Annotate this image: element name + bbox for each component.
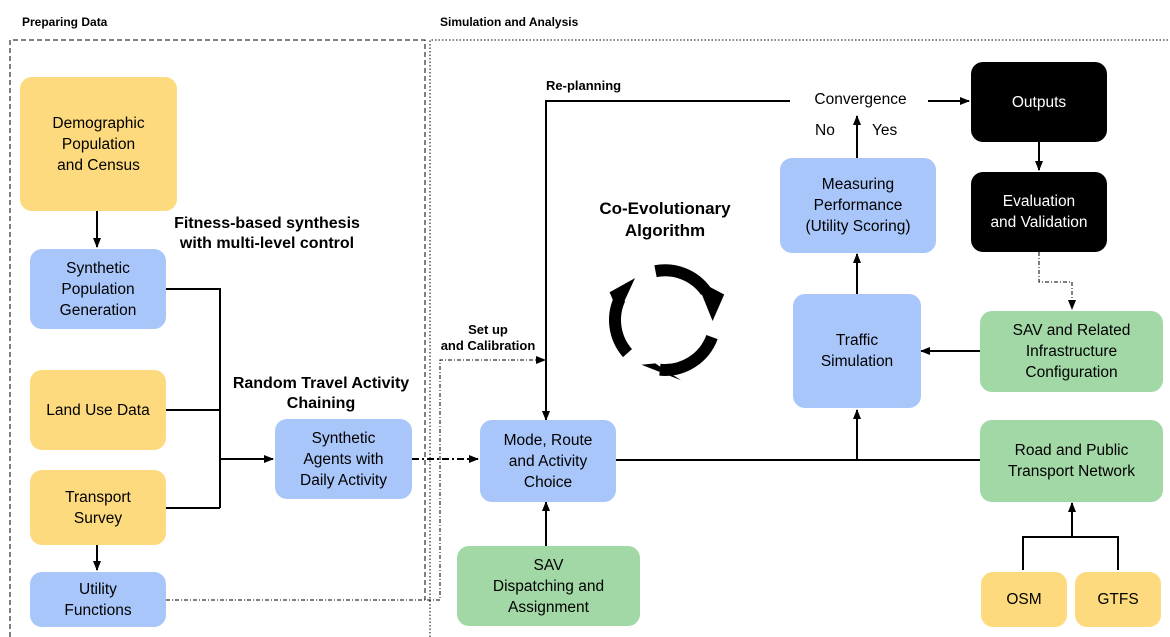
gtfs-box: GTFS xyxy=(1075,572,1161,627)
random-travel-label: Random Travel Activity Chaining xyxy=(232,375,410,412)
utility-functions-box: Utility Functions xyxy=(30,572,166,627)
osm-box: OSM xyxy=(981,572,1067,627)
evaluation-validation-box: Evaluation and Validation xyxy=(971,172,1107,252)
co-evolutionary-label: Co-Evolutionary Algorithm xyxy=(599,199,731,240)
setup-calibration-label: Set up and Calibration xyxy=(440,322,536,353)
cycle-arrows-icon xyxy=(609,264,725,381)
sav-infrastructure-box: SAV and Related Infrastructure Configura… xyxy=(980,311,1163,392)
line-osm-gtfs-bracket xyxy=(1022,536,1119,570)
simulation-frame xyxy=(429,39,1168,637)
synthetic-agents-box: Synthetic Agents with Daily Activity xyxy=(275,419,412,499)
arrow-utility-to-setup xyxy=(166,356,546,601)
road-network-box: Road and Public Transport Network xyxy=(980,420,1163,502)
fitness-synthesis-label: Fitness-based synthesis with multi-level… xyxy=(174,215,360,252)
mode-route-activity-box: Mode, Route and Activity Choice xyxy=(480,420,616,502)
yes-label: Yes xyxy=(872,122,898,139)
land-use-box: Land Use Data xyxy=(30,370,166,450)
preparing-data-frame xyxy=(9,39,426,637)
replanning-label: Re-planning xyxy=(546,78,622,93)
traffic-simulation-box: Traffic Simulation xyxy=(793,294,921,408)
line-synthpop-out xyxy=(166,288,221,508)
sav-dispatching-box: SAV Dispatching and Assignment xyxy=(457,546,640,626)
section-simulation-analysis: Simulation and Analysis xyxy=(440,15,579,29)
no-label: No xyxy=(815,122,835,139)
section-preparing-data: Preparing Data xyxy=(22,15,108,29)
convergence-label: Convergence xyxy=(795,91,926,109)
outputs-box: Outputs xyxy=(971,62,1107,142)
demographic-box: Demographic Population and Census xyxy=(20,77,177,211)
arrow-evaluation-to-infra xyxy=(1038,252,1076,310)
transport-survey-box: Transport Survey xyxy=(30,470,166,545)
line-replanning xyxy=(542,100,790,421)
measuring-performance-box: Measuring Performance (Utility Scoring) xyxy=(780,158,936,253)
synthetic-population-box: Synthetic Population Generation xyxy=(30,249,166,329)
